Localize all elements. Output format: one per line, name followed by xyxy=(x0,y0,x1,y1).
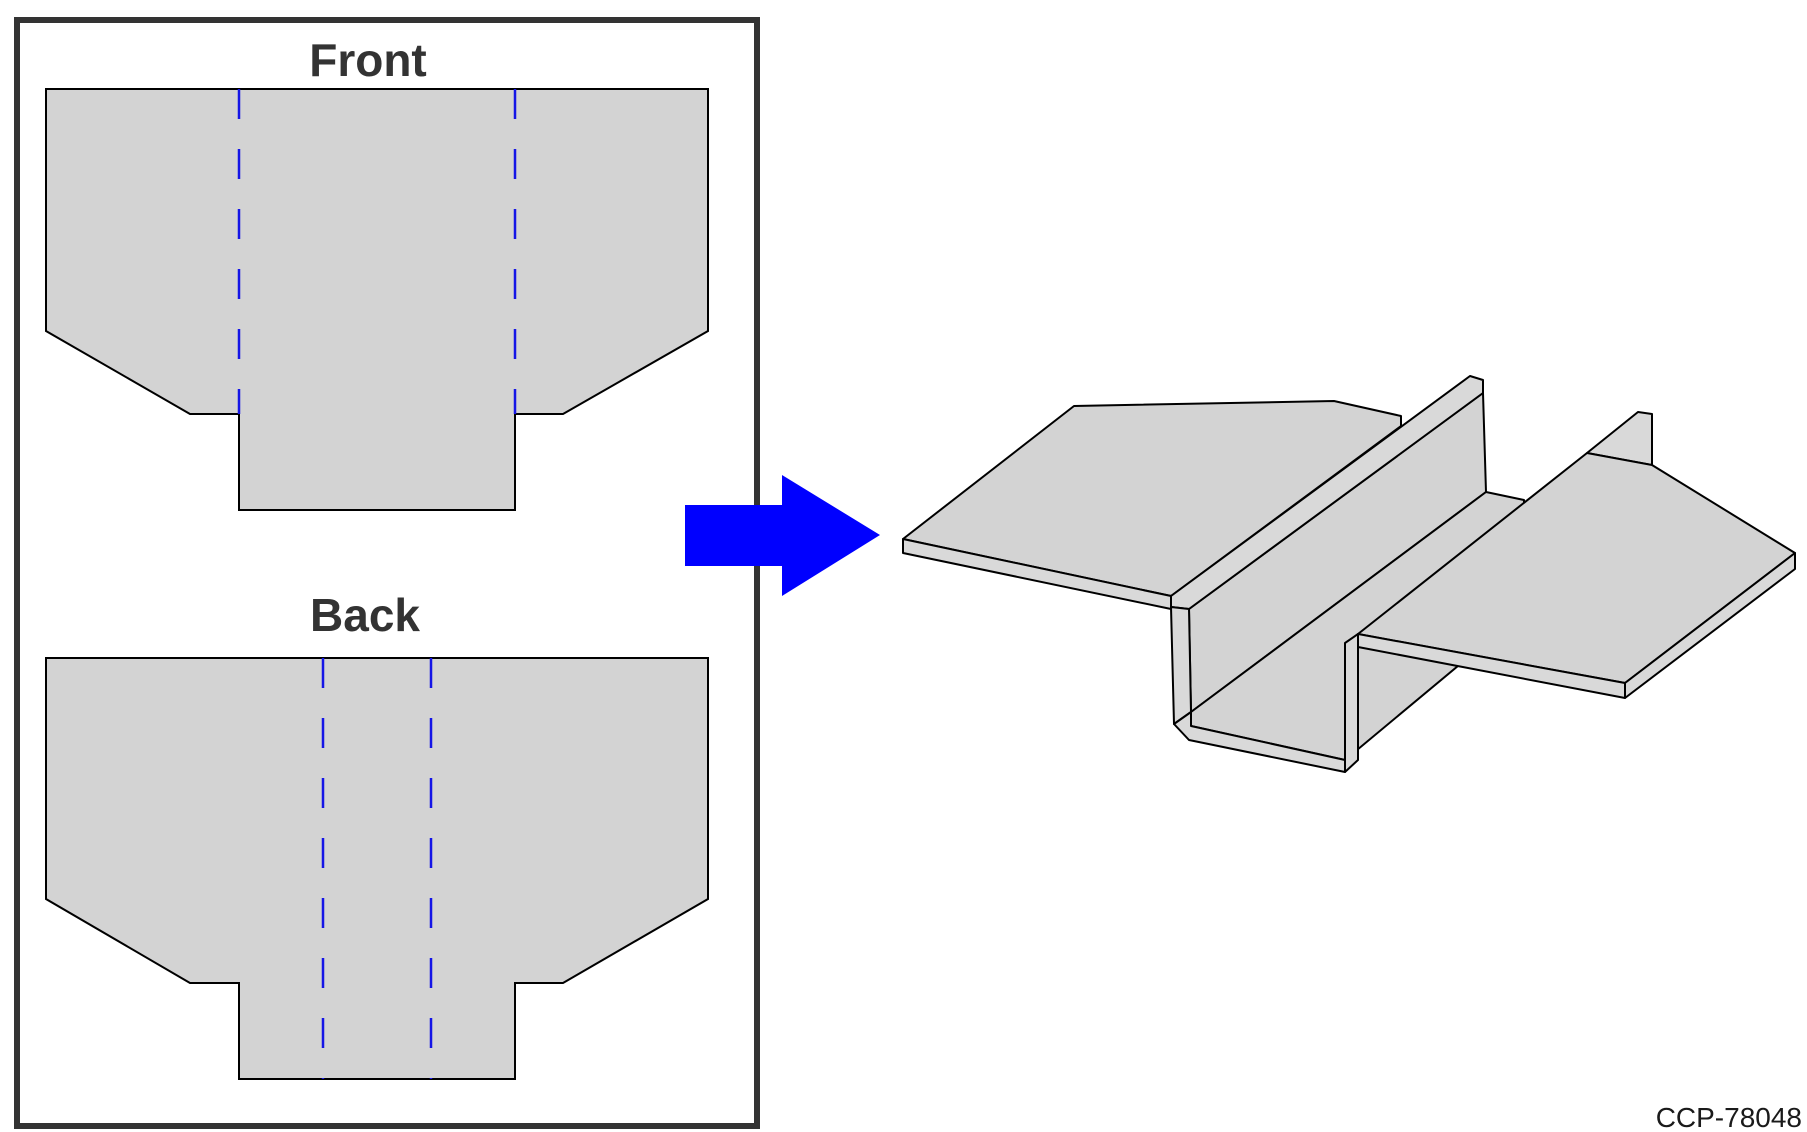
front-title: Front xyxy=(309,34,427,86)
figure-code: CCP-78048 xyxy=(1656,1102,1802,1132)
back-flat-panel xyxy=(45,657,709,1080)
back-title: Back xyxy=(310,589,420,641)
front-flat-panel xyxy=(45,88,709,511)
right-wall-front-edge xyxy=(1344,633,1359,773)
left-wall-front-edge xyxy=(1170,606,1192,725)
back-panel-shape xyxy=(45,657,709,1080)
front-panel-shape xyxy=(45,88,709,511)
right-arrow-icon xyxy=(685,475,880,596)
folded-assembly-3d xyxy=(902,375,1796,773)
right-panel-side-edge xyxy=(1624,552,1796,699)
